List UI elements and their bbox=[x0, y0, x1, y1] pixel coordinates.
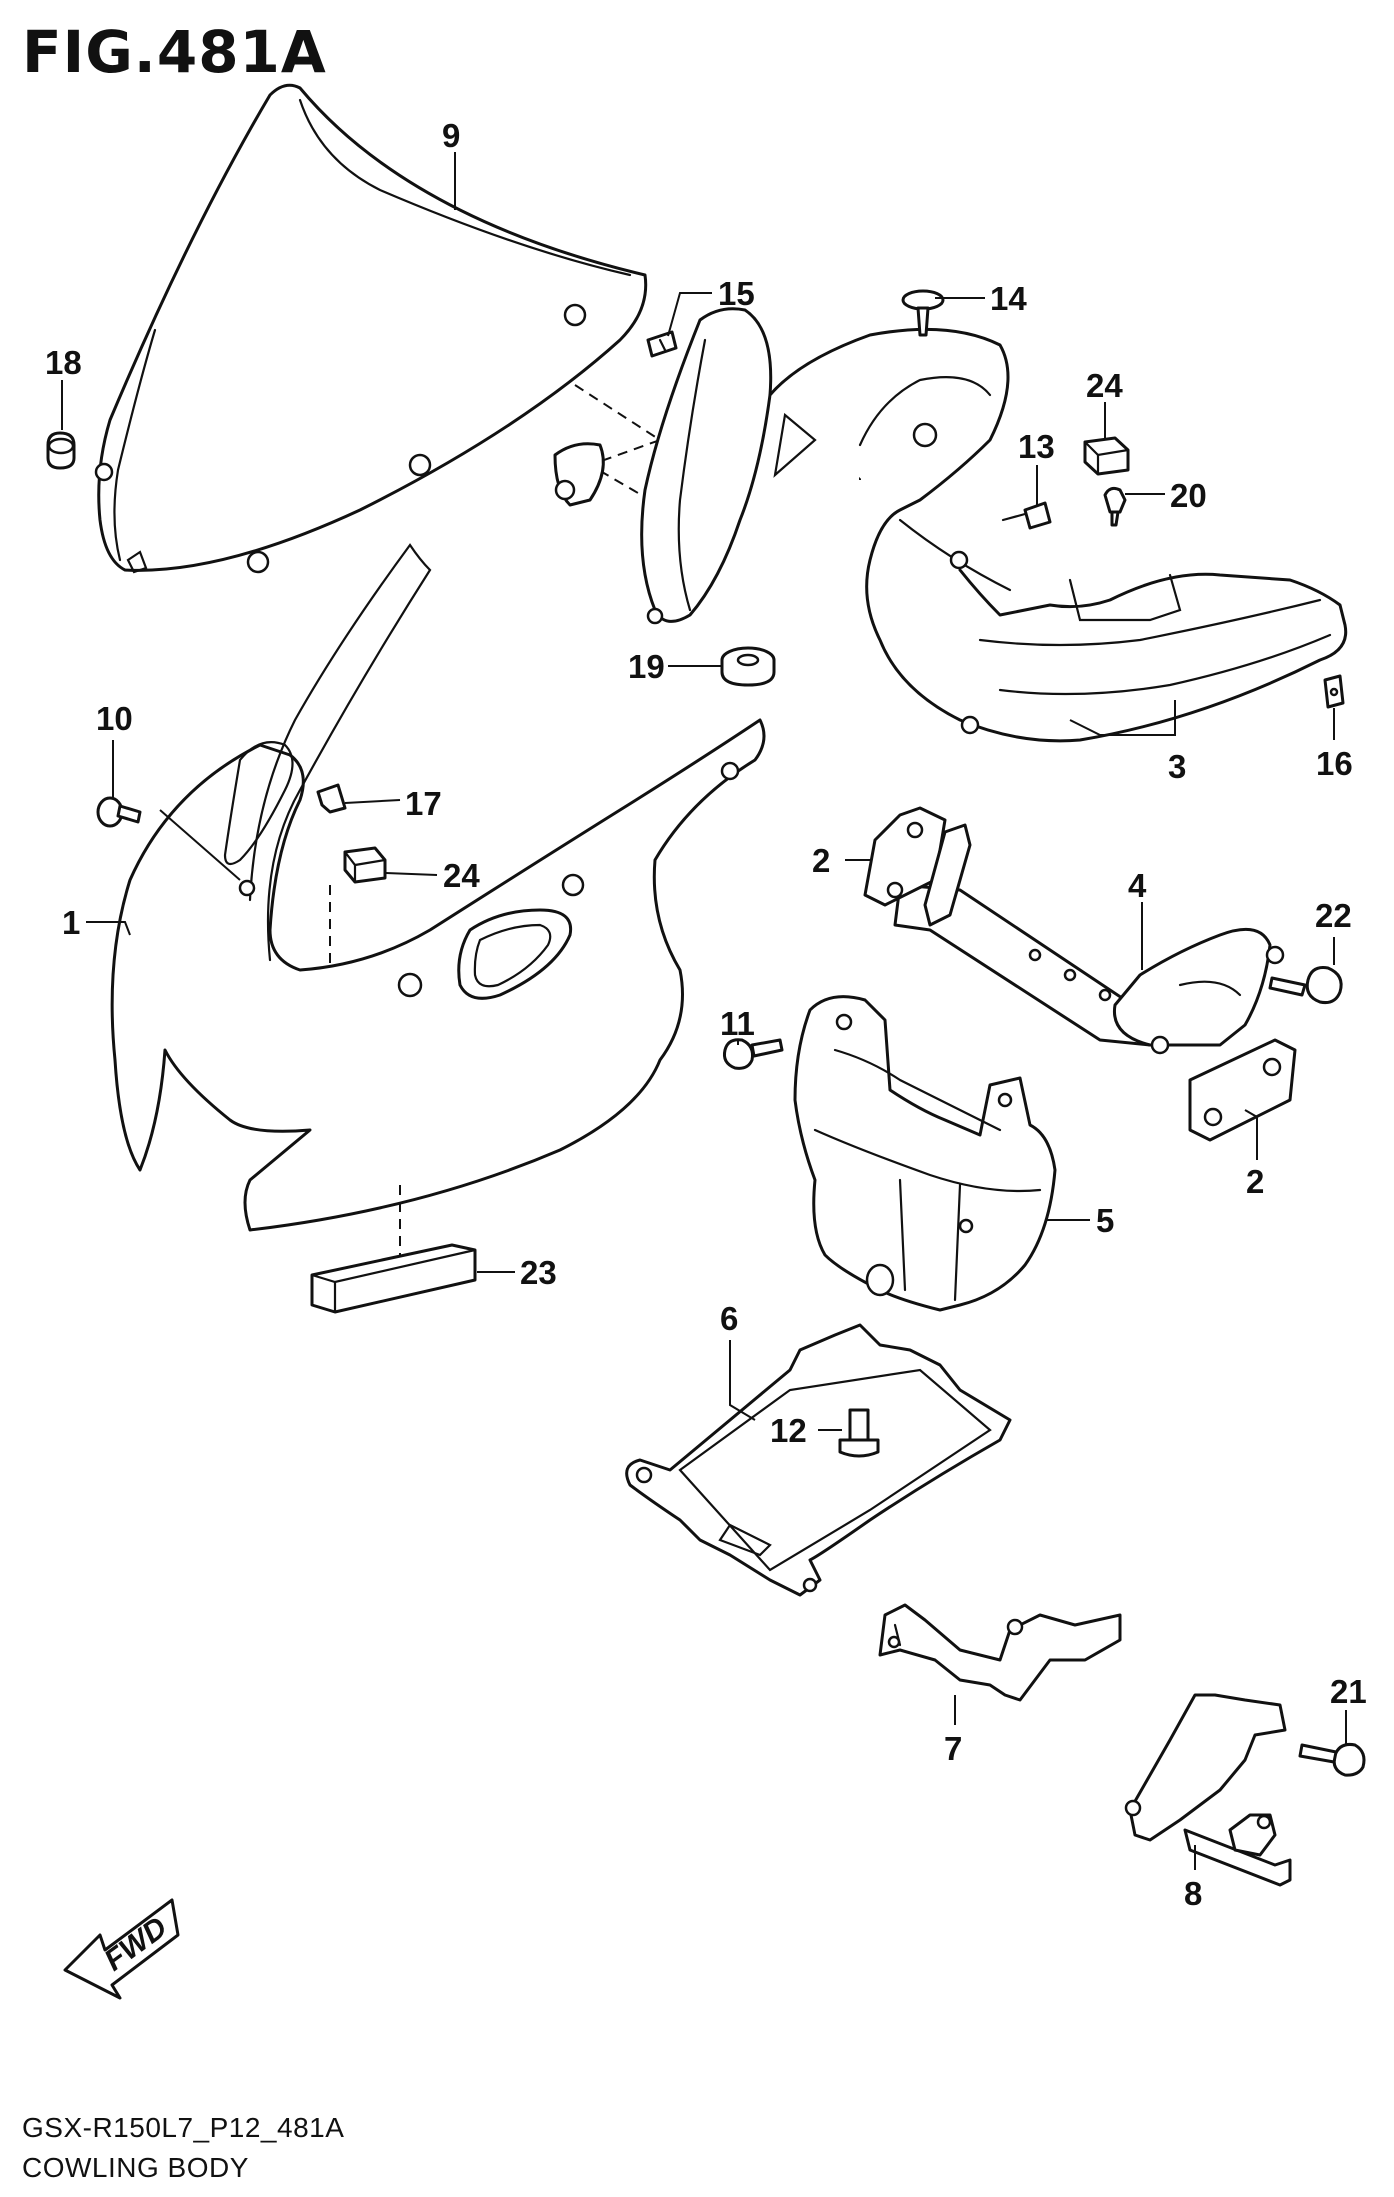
part-20-clip bbox=[1103, 486, 1127, 527]
callout-24-lower: 24 bbox=[443, 857, 480, 894]
callout-14: 14 bbox=[990, 280, 1027, 317]
callout-15: 15 bbox=[718, 275, 755, 312]
part-1-cowling-body bbox=[110, 543, 766, 1232]
part-4-stay bbox=[893, 883, 1285, 1055]
part-11-bolt bbox=[723, 1038, 784, 1070]
callout-21: 21 bbox=[1330, 1673, 1367, 1710]
callout-11: 11 bbox=[720, 1005, 755, 1042]
section-name: COWLING BODY bbox=[22, 2152, 249, 2183]
callout-7: 7 bbox=[944, 1730, 962, 1767]
callout-22: 22 bbox=[1315, 897, 1352, 934]
part-19-grommet bbox=[720, 646, 776, 687]
callout-18: 18 bbox=[45, 344, 82, 381]
callout-20: 20 bbox=[1170, 477, 1207, 514]
fwd-arrow: FWD bbox=[63, 1898, 180, 2000]
callout-9: 9 bbox=[442, 117, 460, 154]
part-24-rubber-upper bbox=[1083, 436, 1130, 476]
part-8-bracket bbox=[1124, 1693, 1292, 1887]
figure-title: FIG.481A bbox=[22, 18, 327, 86]
assembly-line bbox=[574, 384, 663, 501]
part-17-clip bbox=[316, 783, 347, 814]
part-24-rubber-lower bbox=[343, 846, 387, 884]
part-2-plate-upper bbox=[863, 806, 972, 927]
part-7-bracket bbox=[878, 1603, 1122, 1702]
callout-17: 17 bbox=[405, 785, 442, 822]
part-14-screw bbox=[901, 289, 945, 337]
part-12-bolt bbox=[838, 1408, 880, 1458]
callout-3: 3 bbox=[1168, 748, 1186, 785]
callout-2-upper: 2 bbox=[812, 842, 830, 879]
part-18-nut bbox=[46, 431, 76, 470]
callout-labels: 9 15 14 18 24 13 20 19 3 16 10 17 24 1 2… bbox=[45, 117, 1367, 1912]
part-6-tray bbox=[625, 1323, 1012, 1597]
callout-5: 5 bbox=[1096, 1202, 1114, 1239]
callout-4: 4 bbox=[1128, 867, 1147, 904]
part-22-bolt bbox=[1268, 966, 1343, 1004]
callout-12: 12 bbox=[770, 1412, 807, 1449]
part-5-cover bbox=[793, 995, 1057, 1312]
callout-23: 23 bbox=[520, 1254, 557, 1291]
part-10-screw bbox=[96, 796, 142, 828]
callout-16: 16 bbox=[1316, 745, 1353, 782]
part-23-rubber-strip bbox=[310, 1243, 477, 1314]
callout-1: 1 bbox=[62, 904, 80, 941]
model-code: GSX-R150L7_P12_481A bbox=[22, 2112, 345, 2143]
callout-2-lower: 2 bbox=[1246, 1163, 1264, 1200]
part-9-windscreen bbox=[94, 83, 648, 574]
callout-8: 8 bbox=[1184, 1875, 1202, 1912]
part-15-screw bbox=[646, 330, 678, 358]
callout-19: 19 bbox=[628, 648, 665, 685]
part-3-inner-cowling bbox=[553, 307, 1348, 743]
callout-10: 10 bbox=[96, 700, 133, 737]
part-16-nut-clip bbox=[1323, 674, 1345, 709]
leader-lines bbox=[61, 152, 1347, 1870]
callout-13: 13 bbox=[1018, 428, 1055, 465]
callout-6: 6 bbox=[720, 1300, 738, 1337]
callout-24-upper: 24 bbox=[1086, 367, 1123, 404]
part-13-screw bbox=[1001, 501, 1052, 530]
part-21-bolt bbox=[1298, 1743, 1366, 1777]
part-2-plate-lower bbox=[1188, 1038, 1297, 1142]
